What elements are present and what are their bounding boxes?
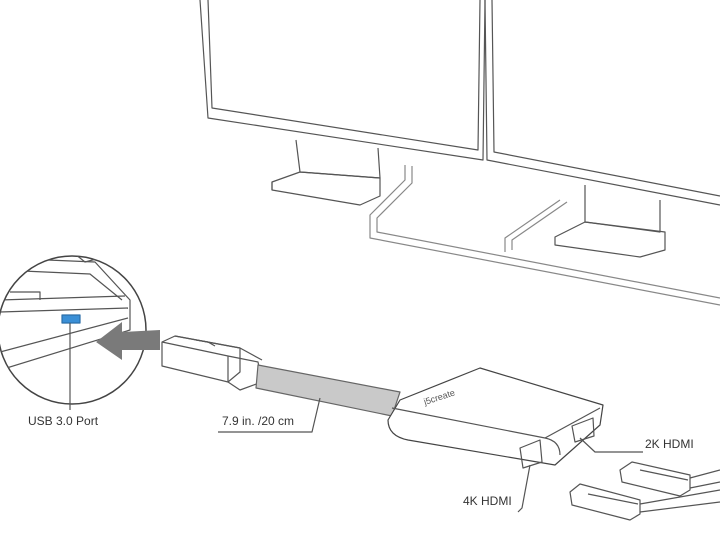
left-monitor: [199, 0, 486, 206]
monitor-cables: [369, 165, 720, 306]
laptop-inset: [0, 255, 147, 410]
hdmi-4k-label: 4K HDMI: [463, 494, 512, 508]
insert-arrow-icon: [96, 322, 160, 360]
usb-port-label: USB 3.0 Port: [28, 414, 99, 428]
usb-port-icon: [61, 314, 81, 324]
usb-plug: [161, 335, 263, 391]
right-monitor: [484, 0, 720, 258]
hdmi-cables: [569, 461, 720, 521]
hdmi-adapter: j5create: [387, 367, 643, 513]
hdmi-2k-label: 2K HDMI: [645, 437, 694, 451]
cable-length-label: 7.9 in. /20 cm: [222, 414, 295, 428]
